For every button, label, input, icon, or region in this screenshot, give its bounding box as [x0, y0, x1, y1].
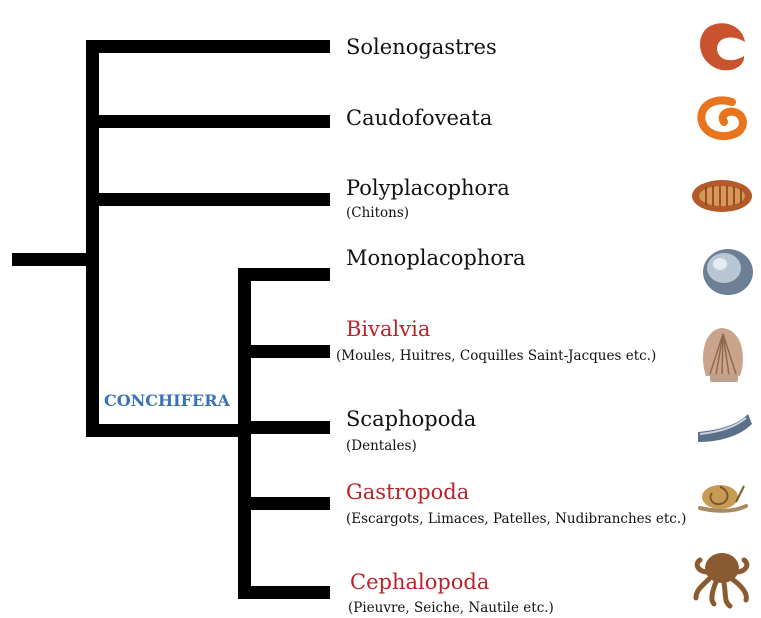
taxon-examples: (Pieuvre, Seiche, Nautile etc.)	[348, 600, 554, 616]
taxon-labels: Solenogastres Caudofoveata Polyplacophor…	[336, 35, 686, 616]
root-branch	[12, 253, 94, 266]
snail-icon	[700, 485, 746, 511]
branch-bivalvia	[238, 345, 330, 358]
octopus-icon	[696, 553, 747, 606]
tusk-shell-icon	[698, 414, 752, 442]
taxon-examples: (Chitons)	[346, 205, 409, 221]
clade-label-conchifera: CONCHIFERA	[104, 391, 230, 410]
branch-caudofoveata	[86, 115, 330, 128]
taxon-examples: (Escargots, Limaces, Patelles, Nudibranc…	[346, 511, 686, 527]
taxon-name: Bivalvia	[346, 317, 430, 341]
taxon-name: Polyplacophora	[346, 176, 510, 200]
taxon-examples: (Dentales)	[346, 438, 417, 454]
chiton-icon	[692, 180, 752, 212]
branch-gastropoda	[238, 497, 330, 510]
taxon-name: Monoplacophora	[346, 246, 526, 270]
branch-conchifera	[86, 424, 251, 437]
main-vertical-branch	[86, 40, 99, 437]
caudofoveate-spiral-icon	[701, 100, 743, 136]
taxon-examples: (Moules, Huitres, Coquilles Saint-Jacque…	[336, 348, 656, 364]
monoplacophoran-shell-icon	[703, 249, 753, 295]
solenogaster-worm-icon	[700, 23, 745, 70]
branch-solenogastres	[86, 40, 330, 53]
branch-monoplacophora	[238, 268, 330, 281]
branch-cephalopoda	[238, 586, 330, 599]
taxon-name: Gastropoda	[346, 480, 469, 504]
taxon-name: Scaphopoda	[346, 407, 476, 431]
branch-polyplacophora	[86, 193, 330, 206]
taxon-name: Cephalopoda	[350, 570, 489, 594]
branch-scaphopoda	[238, 421, 330, 434]
tree-branches	[12, 40, 330, 599]
taxon-name: Caudofoveata	[346, 106, 492, 130]
taxon-name: Solenogastres	[346, 35, 497, 59]
scallop-shell-icon	[703, 328, 743, 382]
